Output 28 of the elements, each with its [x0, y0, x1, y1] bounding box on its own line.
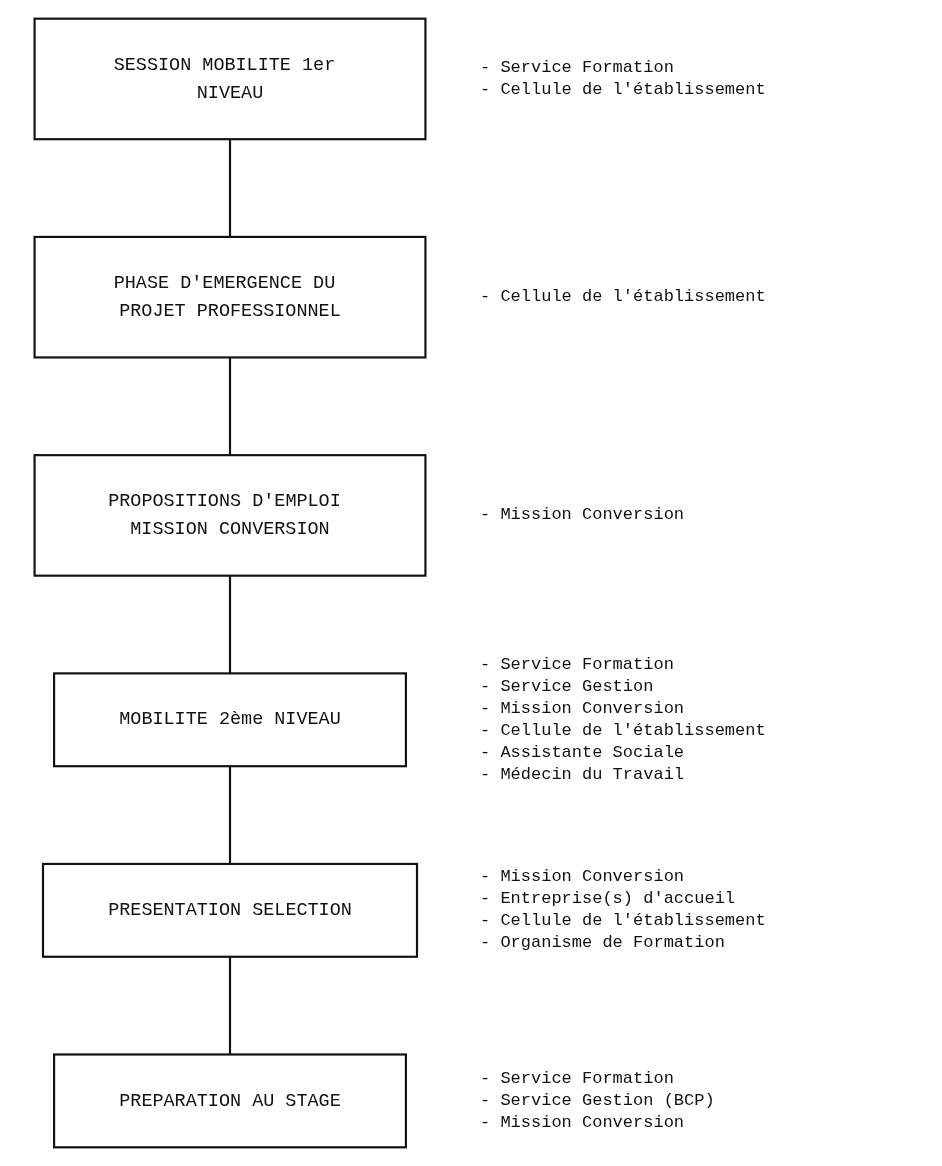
process-box: PHASE D'EMERGENCE DU PROJET PROFESSIONNEL [33, 235, 427, 359]
connector-line [228, 139, 232, 237]
responsible-party-text: - Service Gestion (BCP) [480, 1089, 715, 1112]
responsible-party-text: - Service Gestion [480, 675, 655, 698]
responsible-party-text: - Mission Conversion [480, 1111, 686, 1134]
responsible-party-text: - Service Formation [480, 653, 675, 676]
process-box: PROPOSITIONS D'EMPLOI MISSION CONVERSION [33, 454, 427, 577]
responsible-party-text: - Organisme de Formation [480, 932, 726, 955]
responsible-party-text: - Service Formation [480, 56, 675, 79]
process-box: PREPARATION AU STAGE [53, 1053, 407, 1149]
responsible-party-text: - Cellule de l'établissement [480, 286, 766, 309]
process-box: MOBILITE 2ème NIVEAU [53, 672, 407, 768]
process-box: PRESENTATION SELECTION [41, 862, 419, 958]
responsible-party-text: - Mission Conversion [480, 697, 686, 720]
responsible-party-text: - Cellule de l'établissement [480, 910, 766, 933]
responsible-party-text: - Cellule de l'établissement [480, 78, 766, 101]
responsible-party-text: - Mission Conversion [480, 866, 686, 889]
responsible-party-text: - Entreprise(s) d'accueil [480, 888, 737, 911]
process-box: SESSION MOBILITE 1er NIVEAU [33, 17, 427, 141]
connector-line [228, 956, 232, 1055]
responsible-party-text: - Assistante Sociale [480, 741, 686, 764]
connector-line [228, 766, 232, 864]
connector-line [228, 575, 232, 674]
responsible-party-text: - Médecin du Travail [480, 763, 686, 786]
responsible-party-text: - Mission Conversion [480, 504, 685, 527]
responsible-party-text: - Service Formation [480, 1067, 675, 1090]
connector-line [228, 357, 232, 456]
responsible-party-text: - Cellule de l'établissement [480, 719, 766, 742]
